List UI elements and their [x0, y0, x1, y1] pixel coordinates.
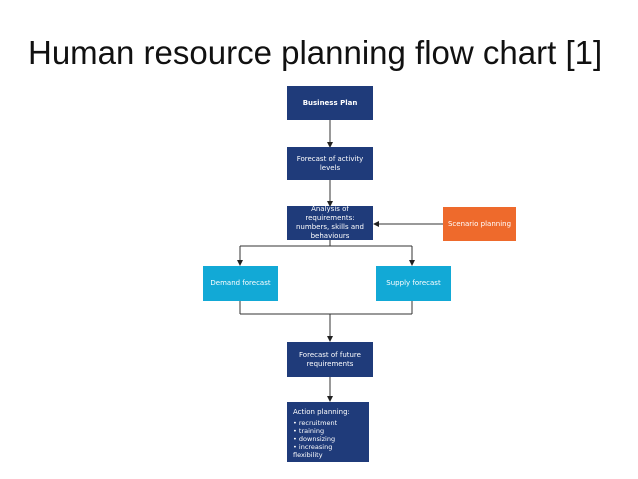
- action-item: recruitment: [293, 419, 363, 427]
- node-demand-label: Demand forecast: [210, 279, 271, 287]
- action-items-list: recruitment training downsizing increasi…: [293, 419, 363, 459]
- node-analysis: Analysis of requirements: numbers, skill…: [287, 205, 373, 240]
- node-action-title: Action planning:: [293, 408, 350, 416]
- node-forecast-activity-label: Forecast of activity levels: [296, 154, 364, 172]
- node-demand-forecast: Demand forecast: [203, 266, 278, 301]
- node-scenario-planning: Scenario planning: [443, 207, 516, 241]
- node-action-planning: Action planning: recruitment training do…: [287, 402, 369, 462]
- node-supply-forecast: Supply forecast: [376, 266, 451, 301]
- action-item: downsizing: [293, 435, 363, 443]
- node-forecast-activity: Forecast of activity levels: [287, 147, 373, 180]
- node-business-plan-label: Business Plan: [302, 98, 358, 107]
- slide-title: Human resource planning flow chart [1]: [28, 34, 603, 71]
- node-future-label: Forecast of future requirements: [299, 350, 361, 368]
- action-item: increasing flexibility: [293, 443, 363, 459]
- node-future-requirements: Forecast of future requirements: [287, 342, 373, 377]
- action-item: training: [293, 427, 363, 435]
- node-business-plan: Business Plan: [287, 86, 373, 120]
- node-analysis-label: Analysis of requirements: numbers, skill…: [296, 205, 364, 240]
- node-supply-label: Supply forecast: [386, 279, 441, 287]
- node-scenario-label: Scenario planning: [447, 219, 512, 228]
